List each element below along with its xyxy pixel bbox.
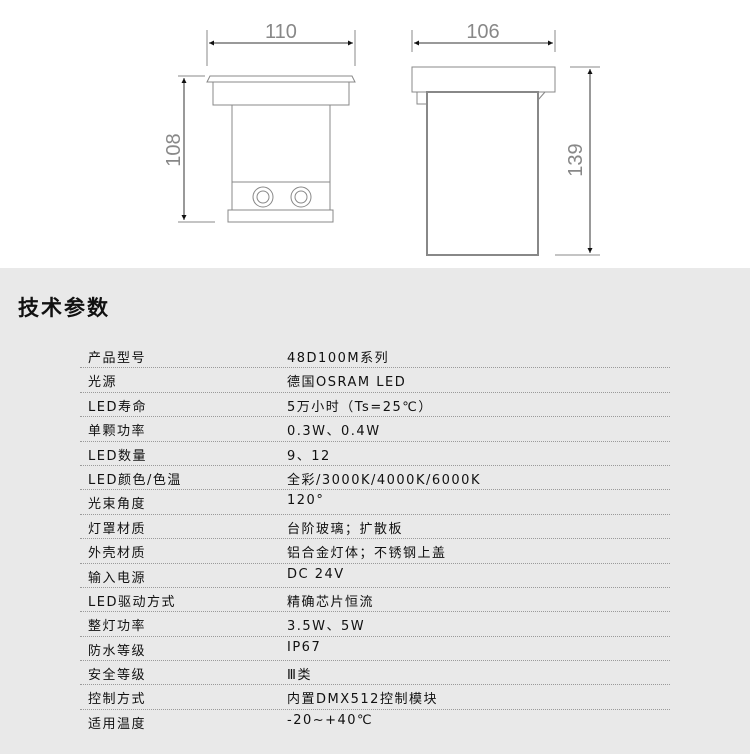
height-front-label: 108 — [163, 133, 185, 166]
spec-row: 光束角度 120° — [80, 490, 670, 515]
spec-label: 防水等级 — [88, 643, 147, 659]
spec-row: 防水等级 IP67 — [80, 637, 670, 662]
spec-value: DC 24V — [287, 566, 345, 582]
spec-label: 单颗功率 — [88, 424, 147, 440]
spec-value: -20~+40℃ — [287, 712, 374, 728]
spec-label: LED寿命 — [88, 399, 147, 415]
spec-section: 技术参数 产品型号 48D100M系列光源 德国OSRAM LED LED寿命 5万小时… — [0, 268, 750, 754]
spec-label: 光束角度 — [88, 497, 147, 513]
spec-value: 全彩/3000K/4000K/6000K — [287, 472, 481, 488]
spec-row: 光源 德国OSRAM LED — [80, 368, 670, 393]
spec-row: LED寿命 5万小时（Ts=25℃） — [80, 393, 670, 418]
spec-label: 光源 — [88, 375, 118, 391]
spec-row: LED数量 9、12 — [80, 442, 670, 466]
spec-value: 120° — [287, 493, 325, 509]
spec-value: 9、12 — [287, 448, 331, 464]
spec-label: LED驱动方式 — [88, 594, 176, 610]
spec-label: 外壳材质 — [88, 546, 147, 562]
spec-value: 48D100M系列 — [287, 351, 390, 366]
spec-row: 整灯功率 3.5W、5W — [80, 612, 670, 637]
spec-row: LED颜色/色温 全彩/3000K/4000K/6000K — [80, 466, 670, 491]
spec-label: 产品型号 — [88, 351, 147, 366]
spec-value: 3.5W、5W — [287, 619, 366, 635]
spec-value: 铝合金灯体；不锈钢上盖 — [287, 546, 447, 562]
spec-row: 外壳材质 铝合金灯体；不锈钢上盖 — [80, 539, 670, 564]
spec-label: 灯罩材质 — [88, 521, 147, 537]
front-view: 110 108 — [163, 21, 356, 223]
spec-label: 输入电源 — [88, 570, 147, 586]
spec-value: 德国OSRAM LED — [287, 375, 407, 391]
spec-value: 精确芯片恒流 — [287, 594, 375, 610]
spec-row: 输入电源 DC 24V — [80, 564, 670, 588]
spec-table: 产品型号 48D100M系列光源 德国OSRAM LED LED寿命 5万小时（Ts=2… — [80, 344, 670, 733]
spec-label: 适用温度 — [88, 716, 147, 732]
width-front-label: 110 — [265, 21, 297, 43]
spec-label: 控制方式 — [88, 692, 147, 708]
side-view: 106 139 — [411, 21, 600, 256]
spec-value: 5万小时（Ts=25℃） — [287, 399, 433, 415]
spec-value: Ⅲ类 — [287, 668, 312, 684]
spec-label: LED颜色/色温 — [88, 472, 182, 488]
spec-value: IP67 — [287, 639, 322, 655]
spec-value: 内置DMX512控制模块 — [287, 692, 438, 708]
spec-label: 安全等级 — [88, 668, 147, 684]
spec-value: 台阶玻璃；扩散板 — [287, 521, 404, 537]
spec-row: 灯罩材质 台阶玻璃；扩散板 — [80, 515, 670, 540]
spec-value: 0.3W、0.4W — [287, 424, 381, 440]
spec-row: 产品型号 48D100M系列 — [80, 344, 670, 369]
spec-label: 整灯功率 — [88, 619, 147, 635]
spec-title: 技术参数 — [18, 295, 110, 320]
dimension-drawing: 110 108 106 139 — [163, 21, 600, 256]
spec-label: LED数量 — [88, 448, 147, 464]
spec-row: 控制方式 内置DMX512控制模块 — [80, 685, 670, 710]
spec-row: 安全等级 Ⅲ类 — [80, 661, 670, 686]
width-side-label: 106 — [466, 21, 499, 43]
spec-row: 适用温度 -20~+40℃ — [80, 710, 670, 733]
height-side-label: 139 — [565, 143, 587, 176]
spec-row: 单颗功率 0.3W、0.4W — [80, 417, 670, 442]
spec-row: LED驱动方式 精确芯片恒流 — [80, 588, 670, 613]
